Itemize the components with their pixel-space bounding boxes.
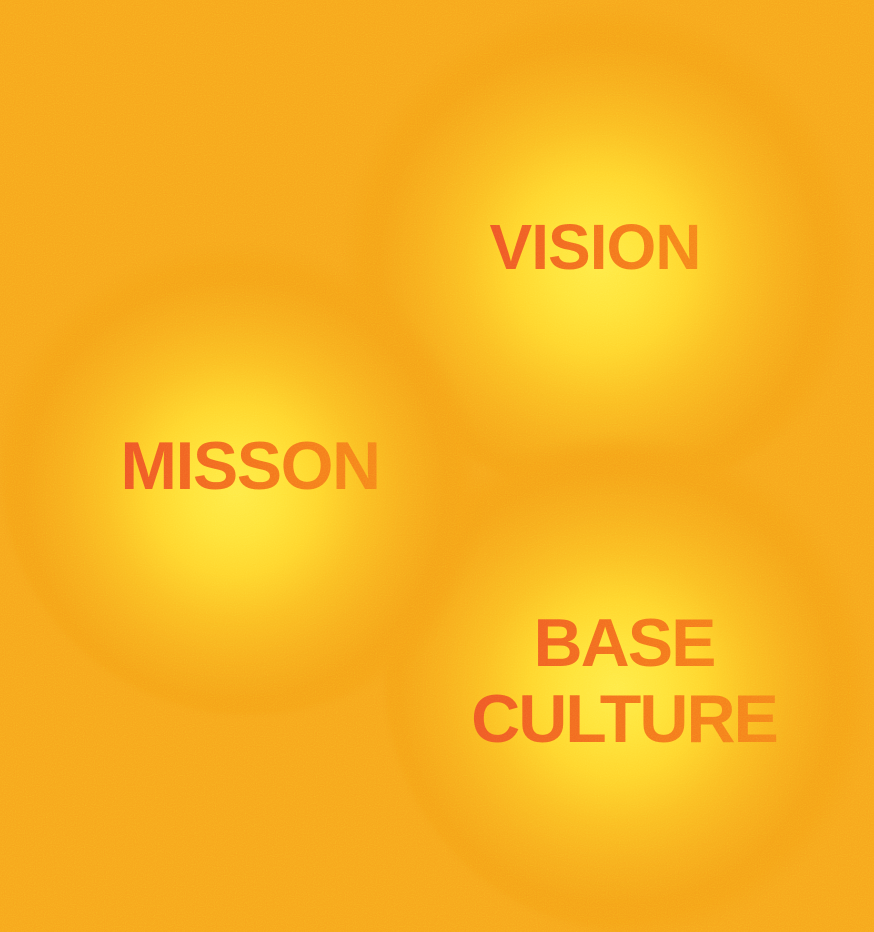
base-culture-label: BASE CULTURE	[471, 605, 777, 757]
base-culture-label-line1: BASE	[533, 605, 715, 681]
base-culture-label-line2: CULTURE	[471, 681, 777, 757]
misson-label: MISSON	[120, 428, 381, 504]
vision-label: VISION	[489, 211, 702, 283]
